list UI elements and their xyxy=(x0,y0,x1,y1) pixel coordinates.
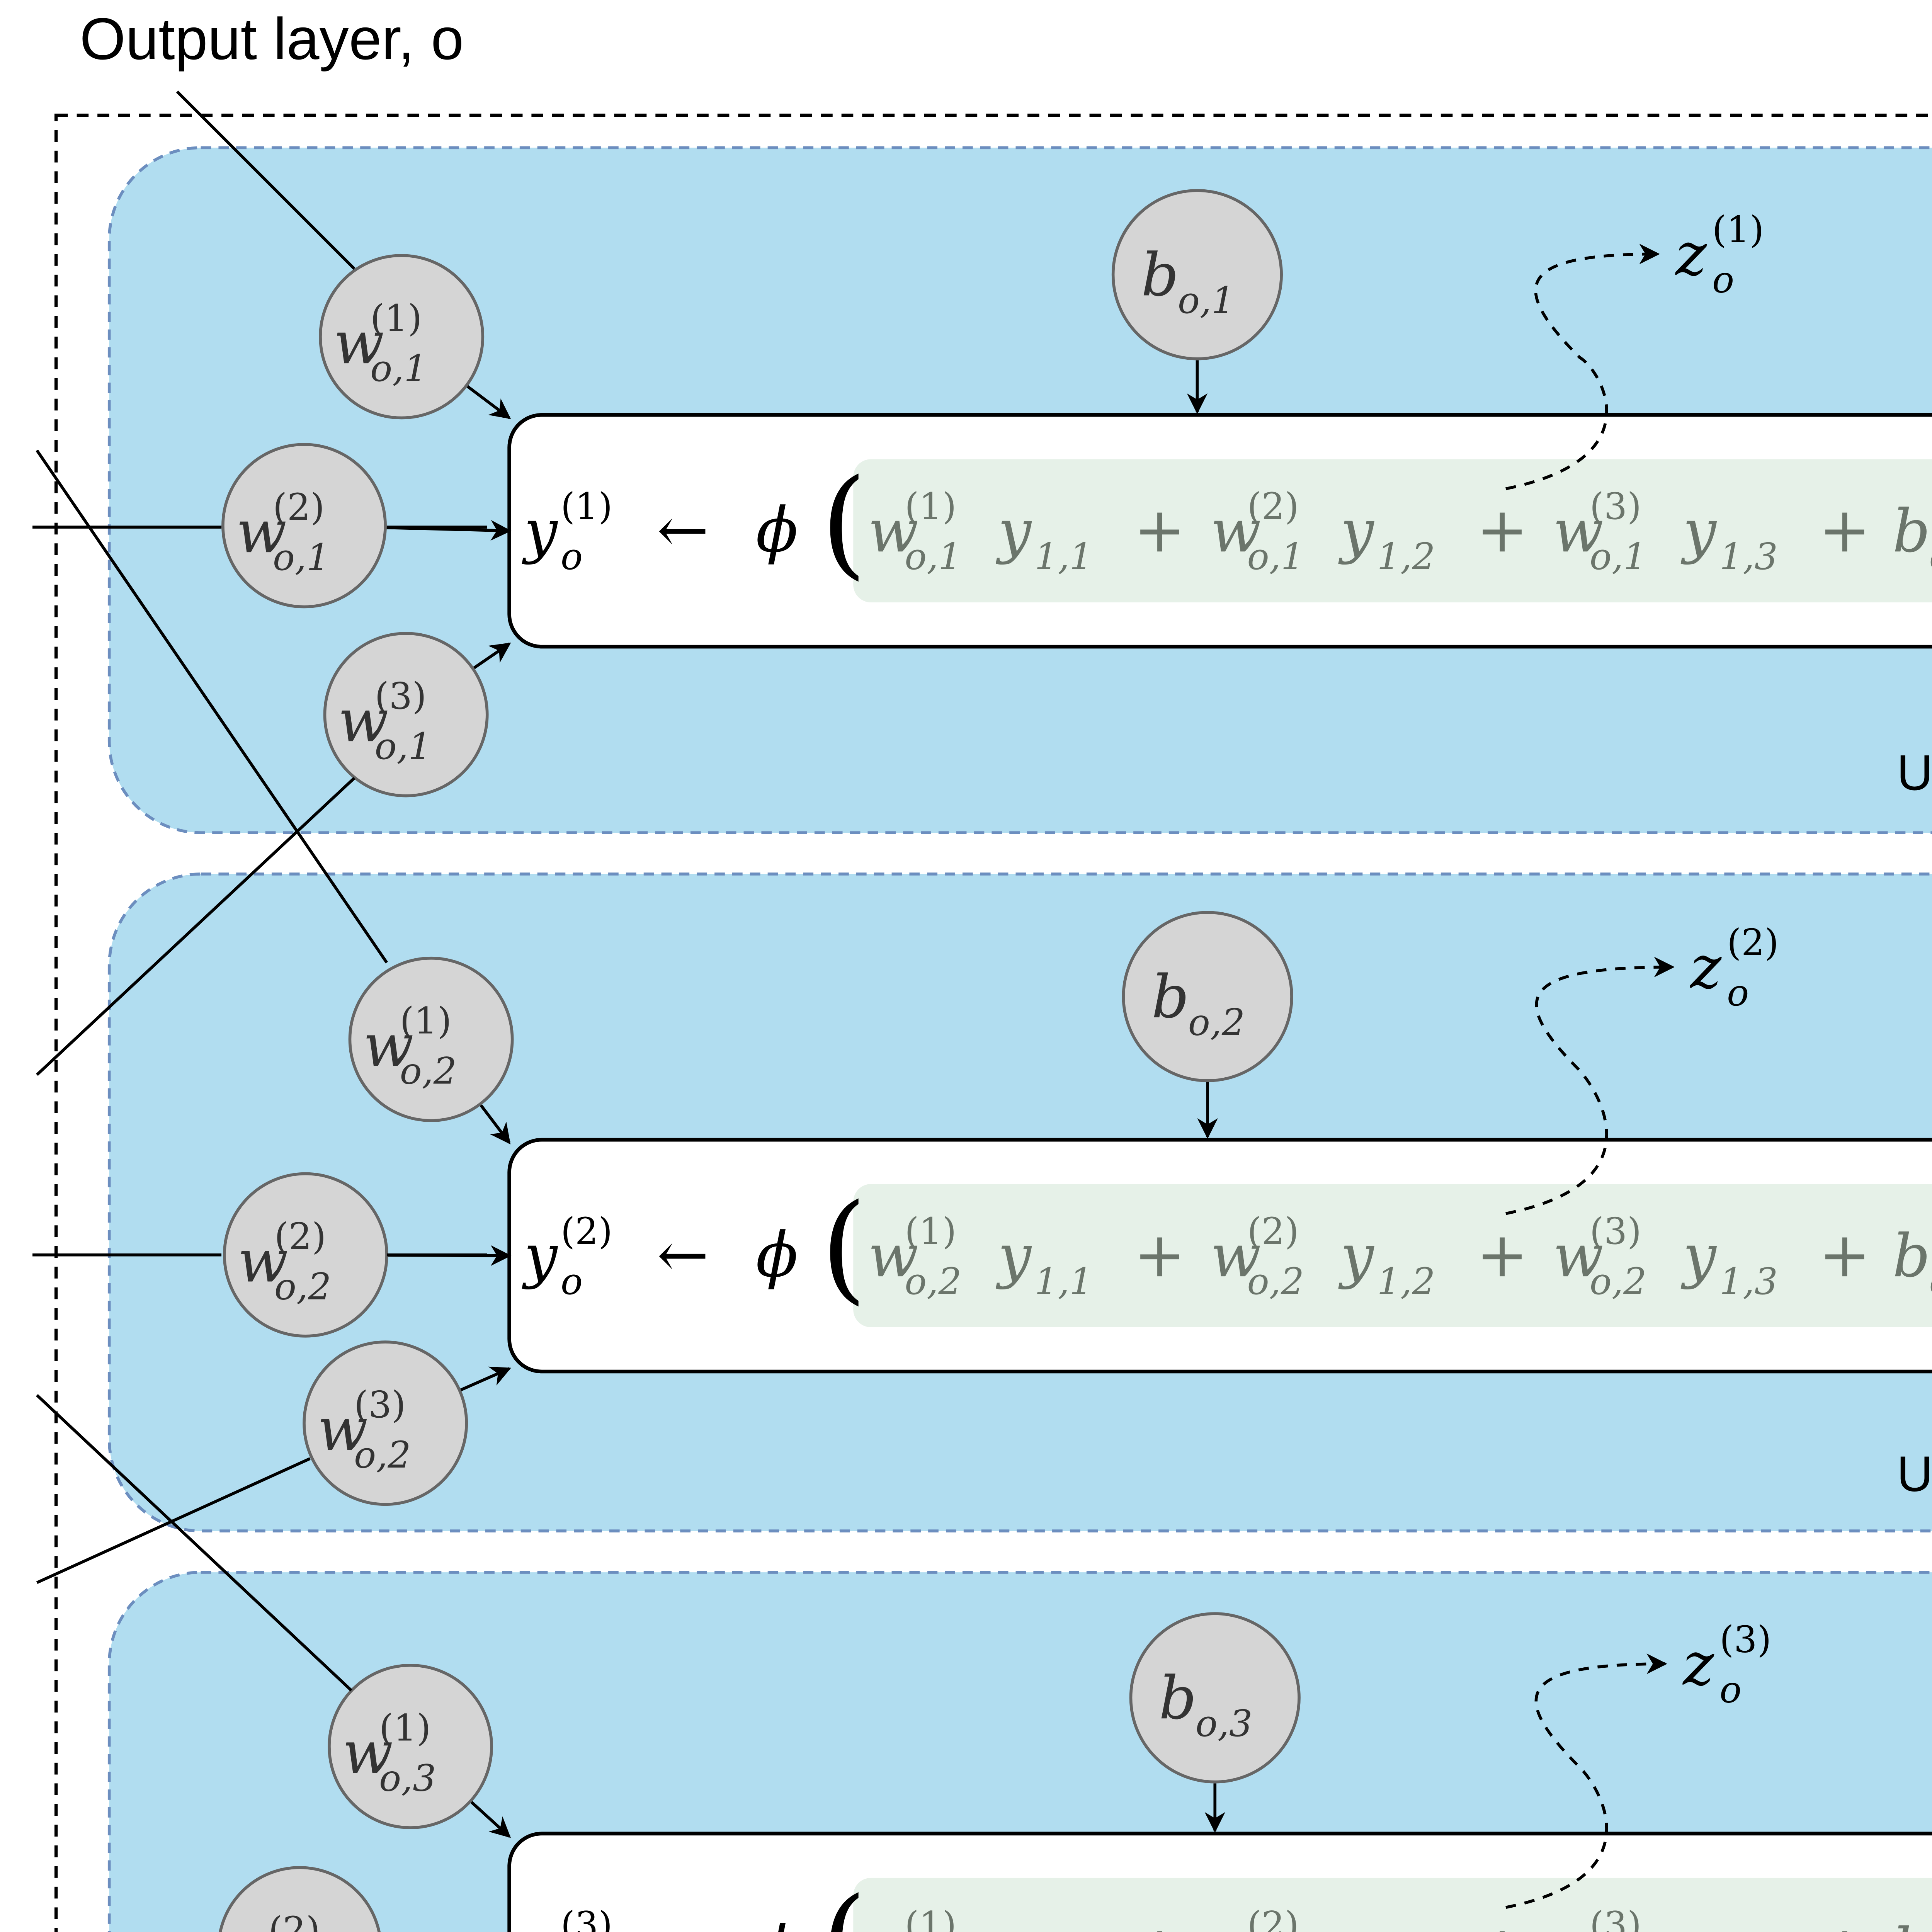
bias-node xyxy=(1111,189,1283,361)
plus-sign: + xyxy=(1476,1219,1528,1291)
equation-output-symbol: y(2)o xyxy=(522,1210,612,1303)
sum-weight-term: w(2)o,2 xyxy=(1211,1210,1304,1303)
sum-weight-term: w(3)o,1 xyxy=(1553,485,1646,578)
sum-weight-term: w(3)o,2 xyxy=(1553,1210,1646,1303)
equation-output-symbol: y(3)o xyxy=(522,1904,612,1932)
weight-node-label: w(1)o,1 xyxy=(333,297,427,390)
weight-node-label: w(2)o,2 xyxy=(238,1215,331,1308)
equation-output-symbol: y(1)o xyxy=(522,485,612,578)
weight-node xyxy=(221,443,387,609)
sum-weight-term: w(1)o,2 xyxy=(868,1210,961,1303)
plus-sign: + xyxy=(1819,1913,1871,1932)
sum-bias-term: bo,3 xyxy=(1893,1916,1932,1932)
bias-node-label: bo,2 xyxy=(1151,963,1245,1044)
assign-arrow: ← xyxy=(657,1219,709,1291)
sum-input-term: y1,3 xyxy=(1680,1916,1777,1932)
bias-node xyxy=(1129,1612,1301,1784)
unit-label: Unit o,2 xyxy=(1897,1446,1932,1502)
bias-node xyxy=(1122,911,1293,1082)
weight-node xyxy=(328,1663,493,1829)
preactivation-label: z(2)o xyxy=(1689,922,1779,1014)
open-paren: ( xyxy=(821,1872,867,1932)
sum-bias-term: bo,2 xyxy=(1893,1222,1932,1303)
sum-input-term: y1,2 xyxy=(1338,1916,1435,1932)
plus-sign: + xyxy=(1134,1219,1185,1291)
weight-node-label: w(3)o,1 xyxy=(338,675,432,768)
weight-arrow xyxy=(465,384,511,419)
weighted-sum-highlight xyxy=(853,1184,1932,1327)
activation-phi: ϕ xyxy=(756,1219,798,1291)
unit-2: Unit o,2y(2)o←ϕ()w(1)o,2y1,1+w(2)o,2y1,2… xyxy=(107,872,1932,1532)
weight-node xyxy=(219,1866,381,1932)
plus-sign: + xyxy=(1476,494,1528,566)
weight-node-label: w(1)o,2 xyxy=(363,1000,457,1093)
plus-sign: + xyxy=(1476,1913,1528,1932)
weight-arrow xyxy=(469,1800,511,1838)
weight-arrow xyxy=(472,642,511,670)
layer-title: Output layer, o xyxy=(80,6,464,72)
weight-arrow xyxy=(459,1366,511,1392)
input-connection xyxy=(36,1394,352,1692)
plus-sign: + xyxy=(1819,1219,1871,1291)
preactivation-label: z(1)o xyxy=(1675,209,1764,301)
unit-label: Unit o,1 xyxy=(1897,744,1932,801)
open-paren: ( xyxy=(821,1179,867,1316)
preactivation-arrow xyxy=(1505,1653,1667,1909)
sum-weight-term: w(2)o,3 xyxy=(1211,1904,1304,1932)
weight-node-label: w(1)o,3 xyxy=(342,1707,436,1800)
bias-node-label: bo,3 xyxy=(1159,1664,1252,1745)
input-connection xyxy=(36,777,355,1076)
weight-arrow xyxy=(479,1103,511,1145)
unit-3: Unit o,3y(3)o←ϕ()w(1)o,3y1,1+w(2)o,3y1,2… xyxy=(107,1571,1932,1932)
sum-weight-term: w(2)o,1 xyxy=(1211,485,1304,578)
activation-phi: ϕ xyxy=(756,1913,798,1932)
assign-arrow: ← xyxy=(657,494,709,566)
sum-bias-term: bo,1 xyxy=(1893,497,1932,578)
input-connection xyxy=(176,90,355,270)
weight-node xyxy=(323,632,489,798)
sum-weight-term: w(3)o,3 xyxy=(1553,1904,1646,1932)
plus-sign: + xyxy=(1134,494,1185,566)
plus-sign: + xyxy=(1819,494,1871,566)
input-connection xyxy=(36,449,388,964)
sum-weight-term: w(1)o,3 xyxy=(868,1904,961,1932)
activation-phi: ϕ xyxy=(756,494,798,566)
preactivation-arrow xyxy=(1505,243,1660,490)
plus-sign: + xyxy=(1134,1913,1185,1932)
weight-node-label: w(3)o,2 xyxy=(317,1384,411,1476)
sum-weight-term: w(1)o,1 xyxy=(868,485,961,578)
weight-node-label: w(2)o,1 xyxy=(236,486,330,579)
weight-node-label: w(2)o,3 xyxy=(232,1909,325,1932)
open-paren: ( xyxy=(821,454,867,592)
weighted-sum-highlight xyxy=(853,1878,1932,1932)
preactivation-arrow xyxy=(1505,956,1675,1215)
sum-input-term: y1,1 xyxy=(996,1916,1093,1932)
layer-boundary xyxy=(54,114,1932,1932)
preactivation-label: z(3)o xyxy=(1682,1618,1771,1711)
weight-node xyxy=(303,1340,468,1506)
weight-node xyxy=(348,956,514,1122)
weight-node xyxy=(319,254,485,420)
assign-arrow: ← xyxy=(657,1913,709,1932)
unit-1: Unit o,1y(1)o←ϕ()w(1)o,1y1,1+w(2)o,1y1,2… xyxy=(107,146,1932,834)
input-connection xyxy=(36,1457,311,1584)
weighted-sum-highlight xyxy=(853,459,1932,602)
bias-node-label: bo,1 xyxy=(1141,241,1235,322)
